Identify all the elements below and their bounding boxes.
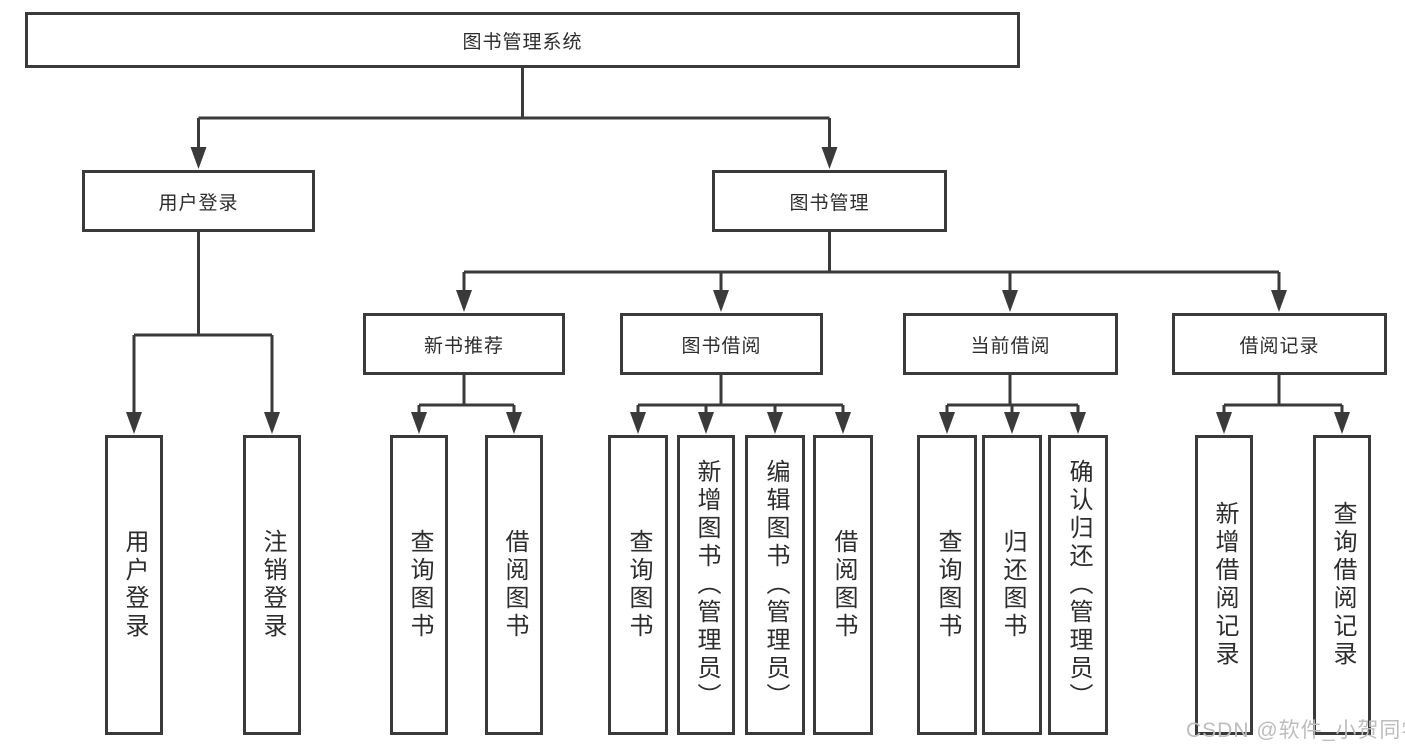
leaf-edit-book-admin: 编辑图书（管理员） xyxy=(745,435,805,735)
node-borrow-records: 借阅记录 xyxy=(1172,313,1387,375)
leaf-query-borrow-record: 查询借阅记录 xyxy=(1313,435,1371,735)
node-current-borrow: 当前借阅 xyxy=(903,313,1118,375)
node-book-management: 图书管理 xyxy=(712,170,947,232)
leaf-query-books-borrow: 查询图书 xyxy=(608,435,668,735)
leaf-return-books: 归还图书 xyxy=(982,435,1042,735)
leaf-logout: 注销登录 xyxy=(243,435,301,735)
leaf-query-books-current: 查询图书 xyxy=(917,435,977,735)
csdn-watermark: CSDN @软件_小贺同学 xyxy=(1186,719,1405,742)
leaf-borrow-books: 借阅图书 xyxy=(813,435,873,735)
leaf-user-login: 用户登录 xyxy=(105,435,163,735)
leaf-borrow-books-recommend: 借阅图书 xyxy=(485,435,543,735)
node-root-library-system: 图书管理系统 xyxy=(25,12,1020,68)
leaf-add-book-admin: 新增图书（管理员） xyxy=(677,435,735,735)
leaf-query-books-recommend: 查询图书 xyxy=(390,435,448,735)
leaf-confirm-return-admin: 确认归还（管理员） xyxy=(1048,435,1108,735)
leaf-add-borrow-record: 新增借阅记录 xyxy=(1195,435,1253,735)
node-user-login: 用户登录 xyxy=(82,170,315,232)
node-new-book-recommend: 新书推荐 xyxy=(363,313,565,375)
node-book-borrow: 图书借阅 xyxy=(620,313,823,375)
